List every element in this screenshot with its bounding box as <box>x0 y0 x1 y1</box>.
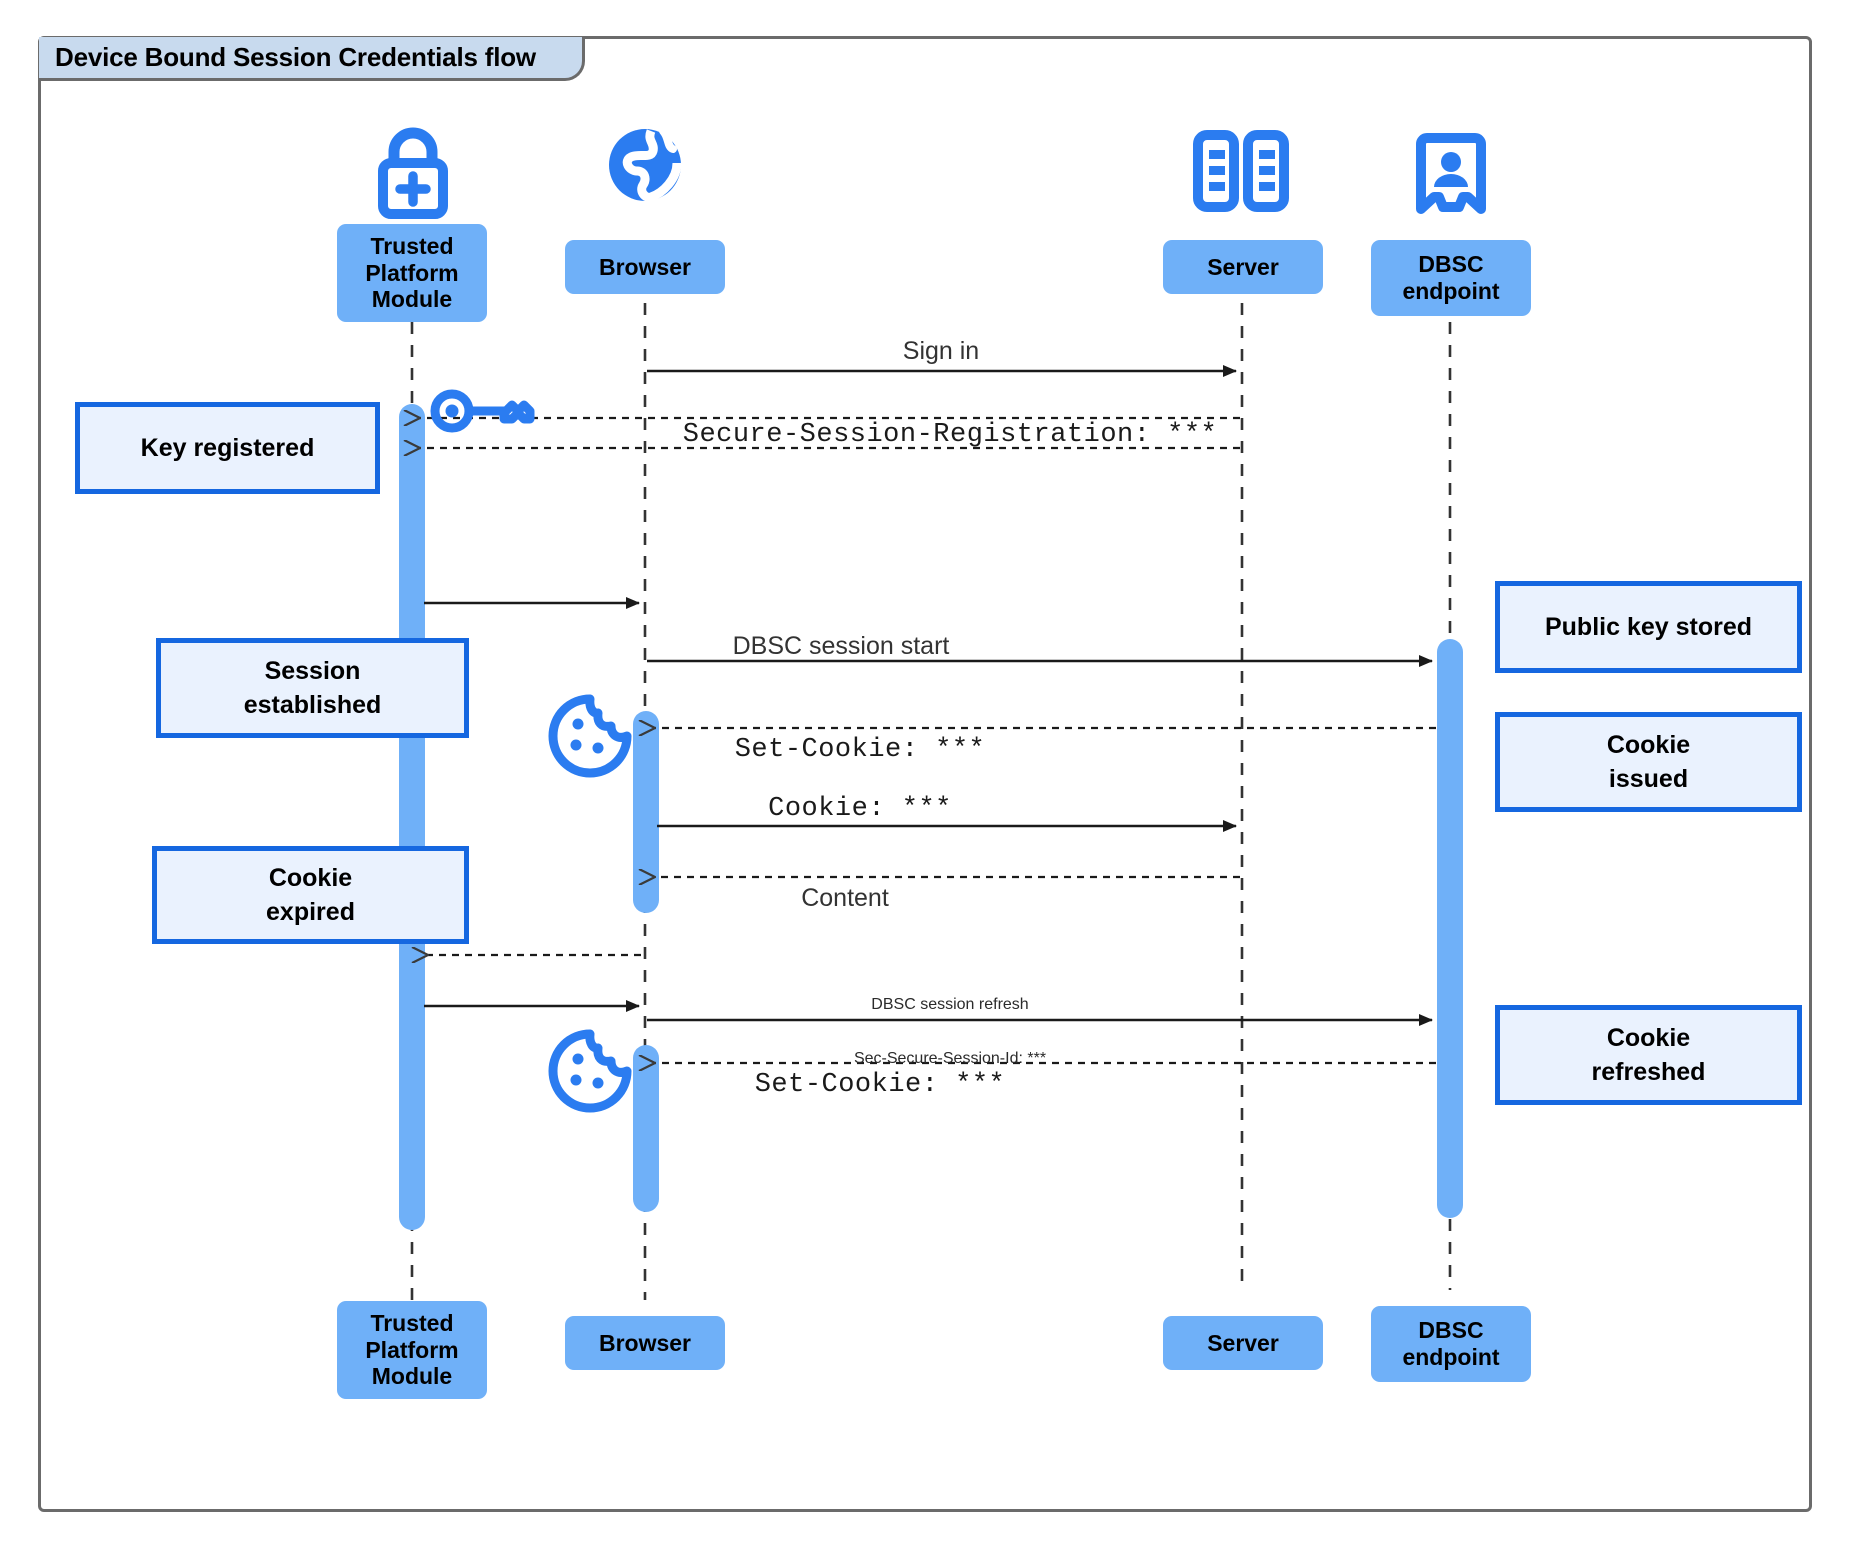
activation-bars <box>399 404 1463 1230</box>
message-label-dbsc-session-refresh: DBSC session refresh Sec-Secure-Session-… <box>620 960 1280 1104</box>
message-label-sign-in: Sign in <box>902 337 980 365</box>
participant-label: Browser <box>598 1329 692 1356</box>
key-icon <box>430 389 535 433</box>
cookie-icon <box>548 694 632 778</box>
padlock-plus-icon <box>378 127 448 219</box>
message-label-set-cookie-2: Set-Cookie: *** <box>754 1070 1006 1100</box>
activation-tpm <box>399 404 425 1230</box>
server-rack-icon <box>1193 130 1289 212</box>
globe-icon <box>609 127 682 202</box>
activation-browser-1 <box>633 711 659 913</box>
note-text: Public key stored <box>1544 612 1753 641</box>
participant-label: Server <box>1207 253 1279 280</box>
page-title: Device Bound Session Credentials flow <box>55 42 536 72</box>
message-label-line1: DBSC session refresh <box>871 996 1029 1013</box>
message-label-content: Content <box>801 884 889 912</box>
participant-server-bottom[interactable]: Server <box>1163 1316 1323 1370</box>
participant-browser-top[interactable]: Browser <box>565 240 725 294</box>
message-label-dbsc-session-start: DBSC session start <box>732 632 950 660</box>
participant-label: Server <box>1207 1329 1279 1356</box>
message-label-line2: Sec-Secure-Session-Id: *** <box>853 1050 1047 1067</box>
message-label-secure-session-registration: Secure-Session-Registration: *** <box>682 420 1218 450</box>
note-key-registered: Key registered <box>75 402 380 494</box>
activation-dbsc <box>1437 639 1463 1218</box>
message-label-cookie: Cookie: *** <box>768 794 952 824</box>
participant-server-top[interactable]: Server <box>1163 240 1323 294</box>
cookie-icon <box>548 1029 632 1113</box>
note-public-key-stored: Public key stored <box>1495 581 1802 673</box>
diagram-title-tab: Device Bound Session Credentials flow <box>39 37 585 81</box>
participant-label: Browser <box>598 253 692 280</box>
message-label-set-cookie-1: Set-Cookie: *** <box>734 735 986 765</box>
activation-browser-2 <box>633 1045 659 1212</box>
participant-browser-bottom[interactable]: Browser <box>565 1316 725 1370</box>
id-badge-icon <box>1416 133 1486 214</box>
note-text: Key registered <box>140 433 315 462</box>
